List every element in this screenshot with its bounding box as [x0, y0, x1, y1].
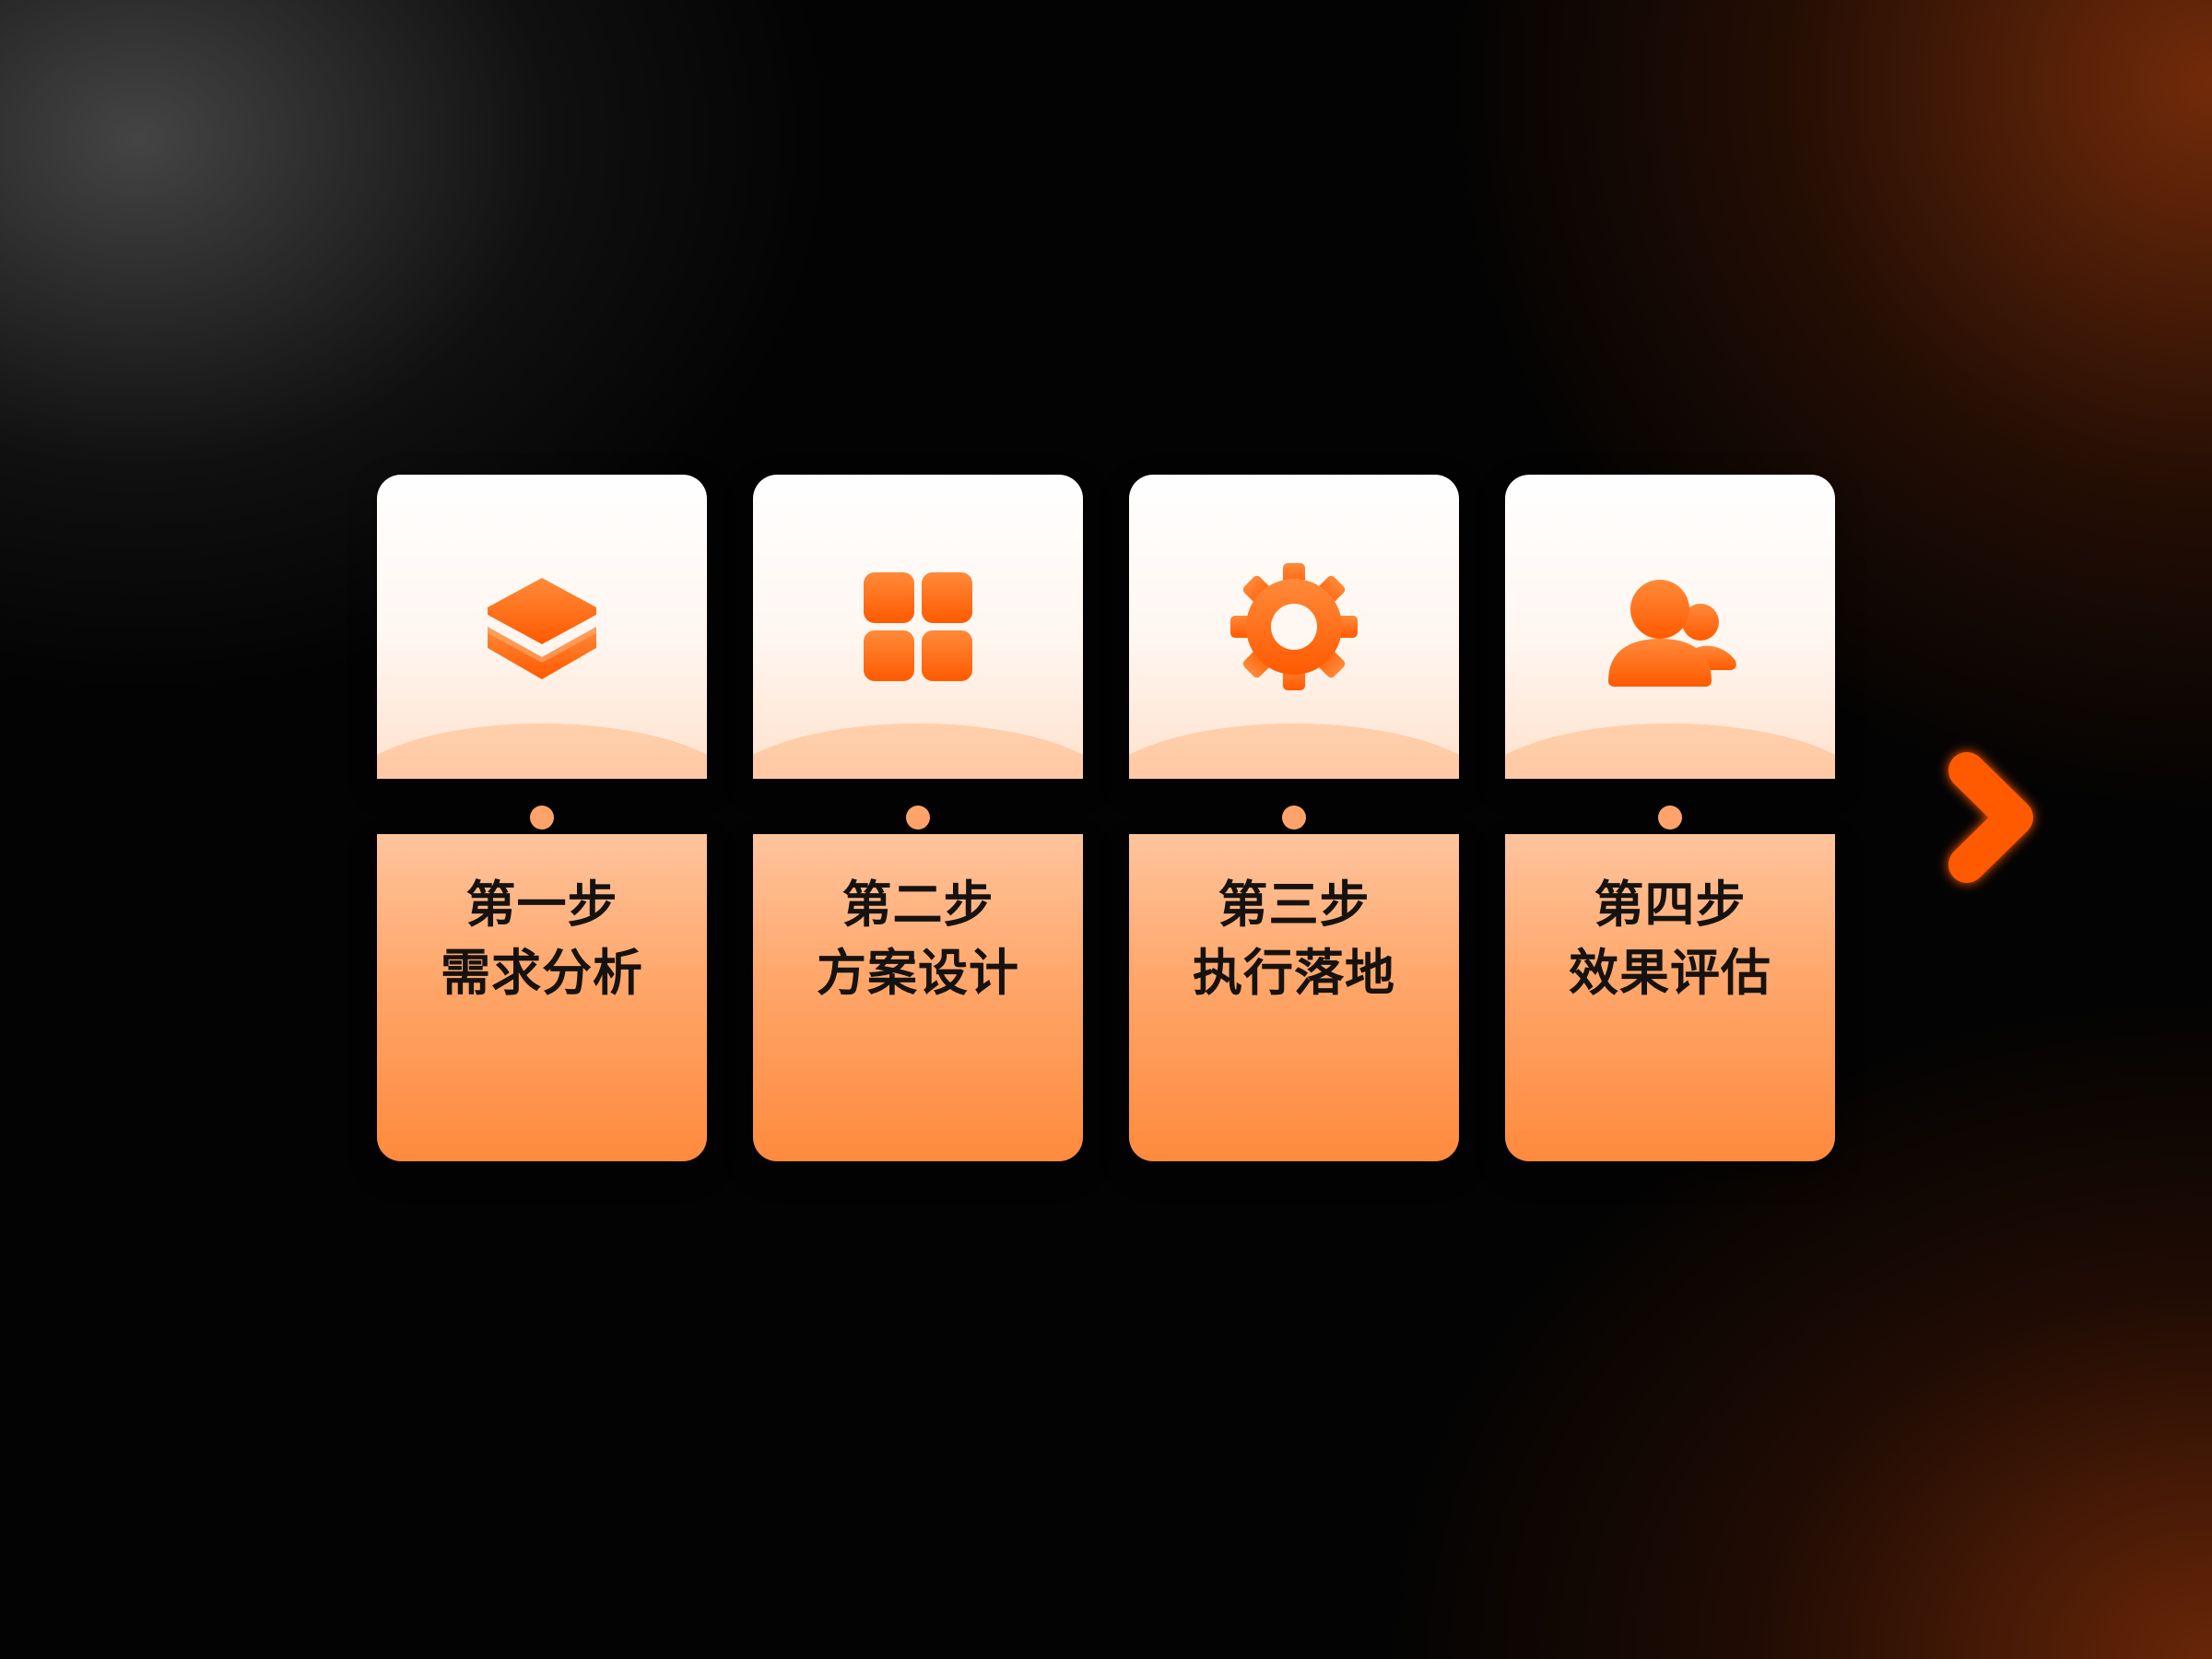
step-card-top — [1129, 475, 1459, 779]
step-number: 第三步 — [1218, 876, 1371, 934]
arrow-head — [1948, 752, 2033, 883]
step-label: 第四步 效果评估 — [1505, 871, 1835, 1007]
layers-icon — [473, 558, 611, 696]
step-label: 第三步 执行落地 — [1129, 871, 1459, 1007]
step-label: 第一步 需求分析 — [377, 871, 707, 1007]
step-title: 效果评估 — [1569, 944, 1771, 1002]
step-card-1: 第一步 需求分析 — [377, 475, 707, 1161]
step-card-3: 第三步 执行落地 — [1129, 475, 1459, 1161]
step-title: 执行落地 — [1193, 944, 1395, 1002]
step-card-top — [377, 475, 707, 779]
step-title: 方案设计 — [817, 944, 1019, 1002]
step-card-bottom: 第一步 需求分析 — [377, 834, 707, 1161]
users-icon — [1601, 558, 1739, 696]
step-card-top — [753, 475, 1083, 779]
gear-icon — [1225, 558, 1363, 696]
step-card-bottom: 第二步 方案设计 — [753, 834, 1083, 1161]
step-card-4: 第四步 效果评估 — [1505, 475, 1835, 1161]
step-number: 第一步 — [465, 876, 618, 934]
step-card-2: 第二步 方案设计 — [753, 475, 1083, 1161]
step-card-bottom: 第三步 执行落地 — [1129, 834, 1459, 1161]
grid-icon — [849, 558, 987, 696]
step-title: 需求分析 — [441, 944, 643, 1002]
step-label: 第二步 方案设计 — [753, 871, 1083, 1007]
step-number: 第四步 — [1594, 876, 1747, 934]
step-card-top — [1505, 475, 1835, 779]
step-number: 第二步 — [841, 876, 994, 934]
step-card-bottom: 第四步 效果评估 — [1505, 834, 1835, 1161]
